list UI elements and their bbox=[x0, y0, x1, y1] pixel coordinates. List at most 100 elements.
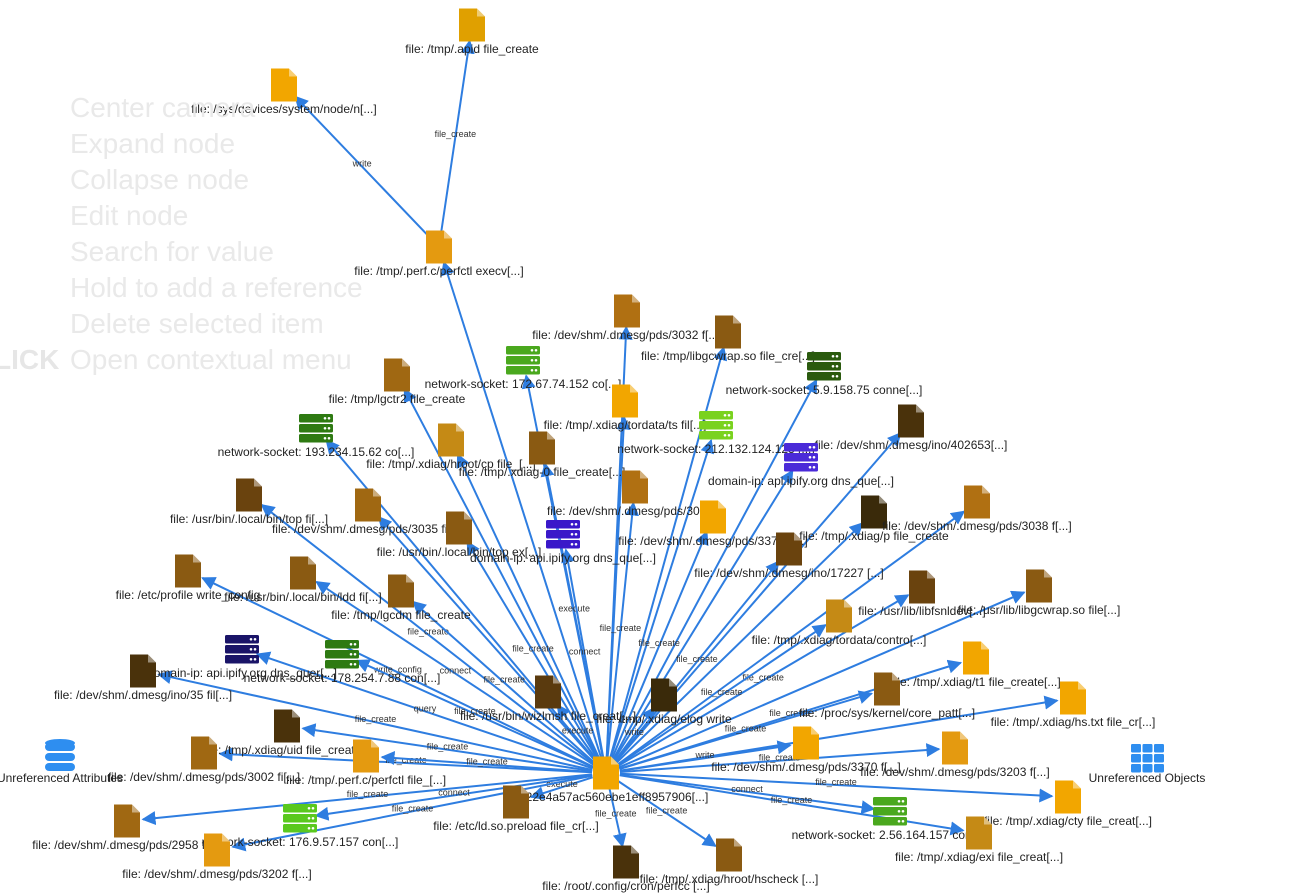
graph-edge[interactable] bbox=[606, 501, 640, 760]
graph-node-sock172[interactable]: network-socket: 172.67.74.152 co[...] bbox=[425, 346, 622, 391]
graph-node-cty[interactable]: file: /tmp/.xdiag/cty file_creat[...] bbox=[984, 780, 1152, 829]
graph-node-hrootcp[interactable]: file: /tmp/.xdiag/hroot/cp file_[...] bbox=[366, 423, 536, 472]
graph-node-ino402653[interactable]: file: /dev/shm/.dmesg/ino/402653[...] bbox=[815, 404, 1008, 453]
graph-edge[interactable] bbox=[355, 659, 594, 769]
graph-edge[interactable] bbox=[294, 95, 431, 238]
graph-node-ldpreload[interactable]: file: /etc/ld.so.preload file_cr[...] bbox=[433, 785, 599, 834]
graph-edge[interactable] bbox=[614, 560, 780, 763]
graph-node-tordatactrl[interactable]: file: /tmp/.xdiag/tordata/contro[...] bbox=[752, 599, 927, 648]
graph-node-exi[interactable]: file: /tmp/.xdiag/exi file_creat[...] bbox=[895, 816, 1063, 865]
graph-edge[interactable] bbox=[540, 462, 605, 760]
graph-edge[interactable] bbox=[231, 774, 593, 852]
graph-node-sock212[interactable]: network-socket: 212.132.124.123 [...] bbox=[617, 411, 815, 456]
graph-node-libgcwrap1[interactable]: file: /tmp/libgcwrap.so file_cre[...] bbox=[641, 315, 815, 364]
graph-edge[interactable] bbox=[617, 779, 717, 847]
graph-node-xdiag0[interactable]: file: /tmp/.xdiag-0 file_create[...] bbox=[459, 431, 626, 480]
graph-node-xdiaguid[interactable]: file: /tmp/.xdiag/uid file_creat[...] bbox=[203, 709, 372, 758]
graph-node-xdiagp[interactable]: file: /tmp/.xdiag/p file_create bbox=[799, 495, 949, 544]
graph-node-pds2958[interactable]: file: /dev/shm/.dmesg/pds/2958 f[...] bbox=[32, 804, 222, 853]
graph-edge[interactable] bbox=[616, 510, 966, 766]
graph-node-sock178[interactable]: network-socket: 178.254.7.88 con[...] bbox=[244, 640, 441, 685]
graph-node-pds3032[interactable]: file: /dev/shm/.dmesg/pds/3032 f[...] bbox=[532, 294, 722, 343]
graph-node-lgctr2[interactable]: file: /tmp/lgctr2 file_create bbox=[329, 358, 466, 407]
graph-edge[interactable] bbox=[615, 522, 864, 764]
graph-edge[interactable] bbox=[617, 594, 910, 767]
graph-edge[interactable] bbox=[605, 415, 631, 760]
graph-edge[interactable] bbox=[255, 651, 594, 770]
graph-edge[interactable] bbox=[141, 773, 593, 826]
graph-node-apid[interactable]: file: /tmp/.apid file_create bbox=[405, 8, 539, 57]
graph-edge[interactable] bbox=[377, 515, 598, 764]
graph-edge[interactable] bbox=[260, 503, 596, 766]
graph-node-perfctl[interactable]: file: /tmp/.perf.c/perfctl execv[...] bbox=[354, 230, 524, 279]
graph-node-dom2[interactable]: domain-ip: api.ipify.org dns_que[...] bbox=[470, 520, 656, 565]
graph-edge[interactable] bbox=[201, 577, 594, 768]
graph-node-perfcc[interactable]: file: /root/.config/cron/perfcc [...] bbox=[542, 845, 710, 894]
graph-edge[interactable] bbox=[610, 530, 709, 761]
graph-node-hstxt[interactable]: file: /tmp/.xdiag/hs.txt file_cr[...] bbox=[991, 681, 1156, 730]
graph-node-libfsnldev[interactable]: file: /usr/lib/libfsnldev[...] bbox=[858, 570, 986, 619]
graph-node-corepatt[interactable]: file: /proc/sys/kernel/core_patt[...] bbox=[799, 672, 975, 721]
graph-node-pds3202[interactable]: file: /dev/shm/.dmesg/pds/3202 f[...] bbox=[122, 833, 312, 882]
graph-node-elog[interactable]: file: /tmp/.xdiag/elog write bbox=[596, 678, 732, 727]
graph-node-ino17227[interactable]: file: /dev/shm/.dmesg/ino/17227 [...] bbox=[694, 532, 884, 581]
graph-edge[interactable] bbox=[529, 776, 593, 800]
graph-node-tordatats[interactable]: file: /tmp/.xdiag/tordata/ts fil[...] bbox=[544, 384, 707, 433]
graph-node-wizlmsh[interactable]: file: /usr/bin/wizlmsh file_creat[...] bbox=[460, 675, 636, 724]
graph-edge[interactable] bbox=[609, 438, 715, 760]
graph-edge[interactable] bbox=[301, 723, 593, 772]
graph-node-localtopex[interactable]: file: /usr/bin/.local/bin/top ex[...] bbox=[377, 511, 542, 560]
graph-edge[interactable] bbox=[411, 600, 597, 765]
graph-edge[interactable] bbox=[619, 740, 792, 772]
graph-edge[interactable] bbox=[619, 772, 1054, 803]
graph-edge[interactable] bbox=[556, 703, 599, 763]
graph-node-unobj[interactable]: Unreferenced Objects bbox=[1089, 744, 1206, 785]
graph-node-xdiagt1[interactable]: file: /tmp/.xdiag/t1 file_create[...] bbox=[891, 641, 1061, 690]
graph-node-pds3035[interactable]: file: /dev/shm/.dmesg/pds/3035 fi[...] bbox=[272, 488, 464, 537]
graph-node-dom1[interactable]: domain-ip: api.ipify.org dns_que[...] bbox=[708, 443, 894, 488]
graph-node-pds303x[interactable]: file: /dev/shm/.dmesg/pds/303[...] bbox=[547, 470, 723, 519]
graph-node-sysnode[interactable]: file: /sys/devices/system/node/n[...] bbox=[191, 68, 377, 117]
graph-edge[interactable] bbox=[561, 548, 605, 760]
graph-edge[interactable] bbox=[608, 786, 627, 848]
graph-node-sock176[interactable]: network-socket: 176.9.57.157 con[...] bbox=[202, 804, 399, 849]
graph-node-dom3[interactable]: domain-ip: api.ipify.org dns_quer[...] bbox=[147, 635, 337, 680]
graph-node-pds3373[interactable]: file: /dev/shm/.dmesg/pds/3373 f[...] bbox=[618, 500, 808, 549]
graph-edge[interactable] bbox=[157, 670, 593, 771]
graph-node-profile[interactable]: file: /etc/profile write_config bbox=[116, 554, 261, 603]
graph-node-lgcdm[interactable]: file: /tmp/lgcdm file_create bbox=[331, 574, 471, 623]
graph-node-pds3203[interactable]: file: /dev/shm/.dmesg/pds/3203 f[...] bbox=[860, 731, 1050, 780]
graph-edge[interactable] bbox=[618, 590, 1026, 769]
graph-edge[interactable] bbox=[617, 624, 827, 767]
graph-node-sock5[interactable]: network-socket: 5.9.158.75 conne[...] bbox=[726, 352, 923, 397]
graph-node-hscheck[interactable]: file: /tmp/.xdiag/hroot/hscheck [...] bbox=[640, 838, 819, 887]
graph-edge[interactable] bbox=[619, 773, 876, 815]
graph-edge[interactable] bbox=[613, 706, 656, 763]
graph-edge[interactable] bbox=[314, 774, 593, 821]
graph-edge[interactable] bbox=[619, 690, 874, 770]
graph-node-center[interactable]: file: 22e4a57ac560ebe1eff8957906[...] bbox=[504, 756, 709, 805]
graph-edge[interactable] bbox=[456, 453, 601, 761]
graph-node-sock193[interactable]: network-socket: 193.234.15.62 co[...] bbox=[218, 414, 415, 459]
graph-edge[interactable] bbox=[315, 580, 595, 767]
graph-edge[interactable] bbox=[619, 743, 941, 773]
graph-node-localtop[interactable]: file: /usr/bin/.local/bin/top fi[...] bbox=[170, 478, 328, 527]
graph-edge[interactable] bbox=[403, 387, 601, 762]
graph-node-unattr[interactable]: Unreferenced Attributes bbox=[0, 739, 123, 785]
graph-edge[interactable] bbox=[380, 751, 593, 774]
graph-edge[interactable] bbox=[218, 747, 593, 774]
graph-node-pds3038[interactable]: file: /dev/shm/.dmesg/pds/3038 f[...] bbox=[882, 485, 1072, 534]
graph-edge[interactable] bbox=[466, 540, 600, 762]
graph-node-ino35[interactable]: file: /dev/shm/.dmesg/ino/35 fil[...] bbox=[54, 654, 232, 703]
graph-edge[interactable] bbox=[611, 378, 818, 762]
graph-node-libgcwrap2[interactable]: file: /usr/lib/libgcwrap.so file[...] bbox=[958, 569, 1121, 618]
graph-node-localldd[interactable]: file: /usr/bin/.local/bin/ldd fi[...] bbox=[224, 556, 382, 605]
graph-node-pds3002[interactable]: file: /dev/shm/.dmesg/pds/3002 fi[...] bbox=[108, 736, 300, 785]
graph-edge[interactable] bbox=[440, 39, 475, 234]
graph-node-sock2[interactable]: network-socket: 2.56.164.157 con[...] bbox=[792, 797, 989, 842]
graph-node-perfctl2[interactable]: file: /tmp/.perf.c/perfctl file_[...] bbox=[286, 739, 446, 788]
graph-node-pds3370[interactable]: file: /dev/shm/.dmesg/pds/3370 f[...] bbox=[711, 726, 901, 775]
graph-edge[interactable] bbox=[440, 260, 603, 760]
